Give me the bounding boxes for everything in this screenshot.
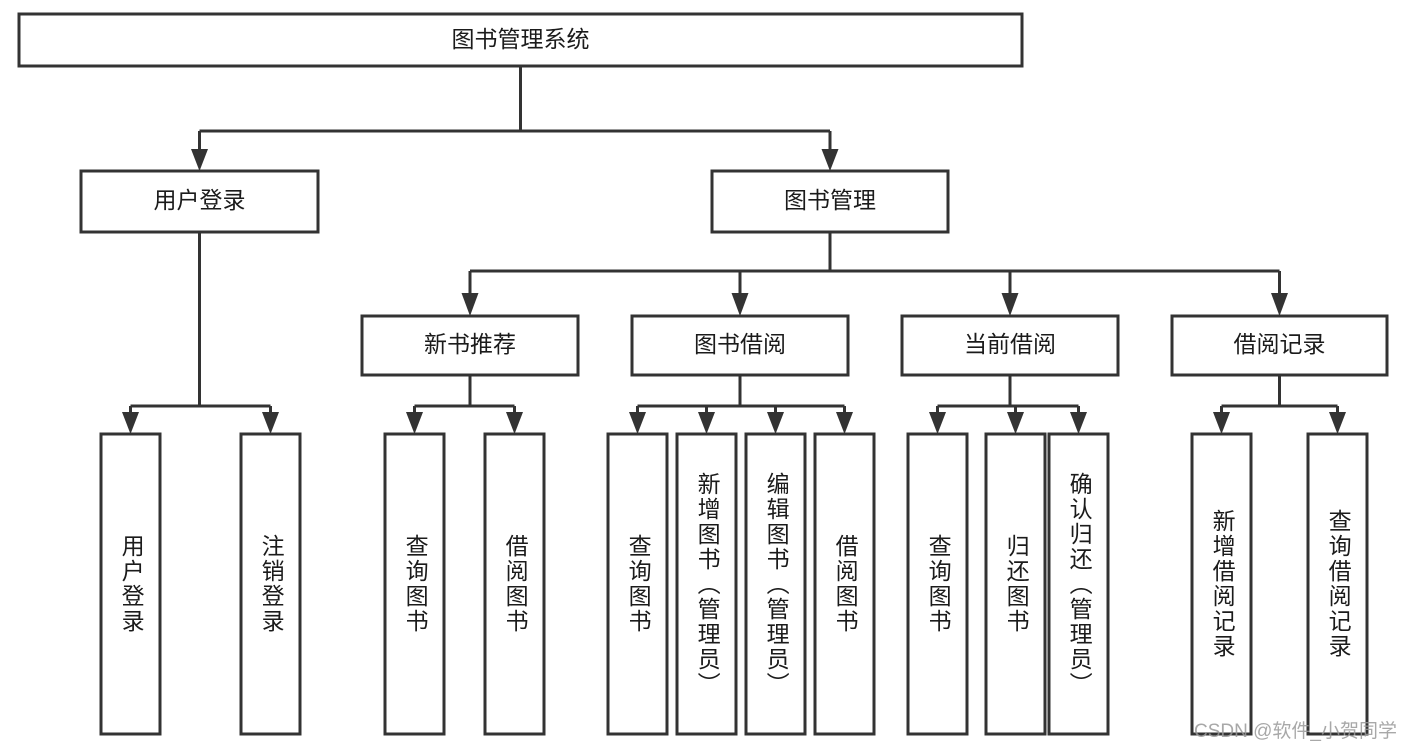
node-leaf-confirm-return-admin-box[interactable] [1047, 432, 1110, 736]
node-new-book-recommend[interactable]: 新书推荐 [360, 314, 580, 377]
node-leaf-user-login-box[interactable] [99, 432, 162, 736]
node-user-login-box[interactable] [79, 169, 320, 234]
node-leaf-query-book-borrow-label: 查询图书 [625, 534, 652, 634]
node-book-management-box[interactable] [710, 169, 950, 234]
arrow-head-leaf-return-book [1007, 412, 1024, 434]
node-book-borrow[interactable]: 图书借阅 [630, 314, 850, 377]
node-new-book-recommend-box[interactable] [360, 314, 580, 377]
node-book-management-label: 图书管理 [784, 187, 876, 213]
node-leaf-borrow-book-recommend-label: 借阅图书 [502, 534, 529, 634]
arrow-head-borrow-record [1271, 293, 1288, 316]
arrow-head-leaf-borrow-book-recommend [506, 412, 523, 434]
arrow-head-current-borrow [1001, 293, 1019, 316]
node-leaf-query-book-recommend-label: 查询图书 [402, 534, 429, 634]
node-leaf-add-book-admin-label: 新增图书（管理员） [694, 471, 721, 697]
node-leaf-add-borrow-record-box[interactable] [1190, 432, 1253, 736]
node-root-label: 图书管理系统 [452, 26, 590, 52]
node-root-box[interactable] [17, 12, 1024, 68]
node-root[interactable]: 图书管理系统 [17, 12, 1024, 68]
node-new-book-recommend-label: 新书推荐 [424, 331, 516, 357]
node-current-borrow-label: 当前借阅 [964, 331, 1056, 357]
node-layer: 图书管理系统 用户登录 图书管理 新书推荐 图书借阅 [17, 12, 1389, 736]
arrow-head-leaf-user-login [122, 412, 139, 434]
csdn-watermark: CSDN @软件_小贺同学 [1194, 721, 1397, 742]
node-leaf-edit-book-admin-label: 编辑图书（管理员） [763, 471, 790, 697]
node-leaf-borrow-book-label: 借阅图书 [832, 534, 859, 634]
arrow-head-leaf-query-book-borrow [629, 412, 646, 434]
node-user-login-label: 用户登录 [154, 187, 246, 213]
node-leaf-borrow-book-box[interactable] [813, 432, 876, 736]
arrow-head-leaf-query-book-current [929, 412, 946, 434]
arrow-head-new-book-recommend [461, 293, 479, 316]
node-book-management[interactable]: 图书管理 [710, 169, 950, 234]
node-borrow-record[interactable]: 借阅记录 [1170, 314, 1389, 377]
arrow-head-leaf-query-borrow-record [1329, 412, 1346, 434]
node-leaf-confirm-return-admin-label: 确认归还（管理员） [1066, 471, 1093, 697]
node-leaf-logout-login-label: 注销登录 [258, 534, 285, 634]
arrow-head-leaf-borrow-book [836, 412, 853, 434]
node-borrow-record-label: 借阅记录 [1234, 331, 1326, 357]
node-leaf-query-book-current-box[interactable] [906, 432, 969, 736]
connector-layer [122, 66, 1346, 434]
arrow-head-book-borrow [731, 293, 749, 316]
node-leaf-query-book-recommend-box[interactable] [383, 432, 446, 736]
arrow-head-leaf-edit-book-admin [767, 412, 784, 434]
node-leaf-query-book-current-label: 查询图书 [925, 534, 952, 634]
node-leaf-return-book-label: 归还图书 [1003, 534, 1030, 634]
arrow-head-user-login [191, 149, 208, 171]
node-borrow-record-box[interactable] [1170, 314, 1389, 377]
node-leaf-borrow-book-recommend-box[interactable] [483, 432, 546, 736]
node-leaf-query-book-borrow-box[interactable] [606, 432, 669, 736]
node-leaf-user-login-label: 用户登录 [118, 534, 145, 634]
node-current-borrow[interactable]: 当前借阅 [900, 314, 1120, 377]
node-leaf-add-book-admin-box[interactable] [675, 432, 738, 736]
node-leaf-query-borrow-record-label: 查询借阅记录 [1325, 509, 1352, 659]
node-user-login[interactable]: 用户登录 [79, 169, 320, 234]
node-current-borrow-box[interactable] [900, 314, 1120, 377]
node-leaf-return-book-box[interactable] [984, 432, 1047, 736]
node-leaf-logout-login-box[interactable] [239, 432, 302, 736]
node-book-borrow-label: 图书借阅 [694, 331, 786, 357]
arrow-head-book-management [821, 149, 839, 171]
node-leaf-query-borrow-record-box[interactable] [1306, 432, 1369, 736]
node-leaf-add-borrow-record-label: 新增借阅记录 [1209, 509, 1236, 659]
arrow-head-leaf-query-book-recommend [406, 412, 423, 434]
arrow-head-leaf-add-book-admin [698, 412, 715, 434]
arrow-head-leaf-add-borrow-record [1213, 412, 1230, 434]
arrow-head-leaf-confirm-return-admin [1070, 412, 1087, 434]
arrow-head-leaf-logout-login [262, 412, 279, 434]
node-leaf-edit-book-admin-box[interactable] [744, 432, 807, 736]
node-book-borrow-box[interactable] [630, 314, 850, 377]
